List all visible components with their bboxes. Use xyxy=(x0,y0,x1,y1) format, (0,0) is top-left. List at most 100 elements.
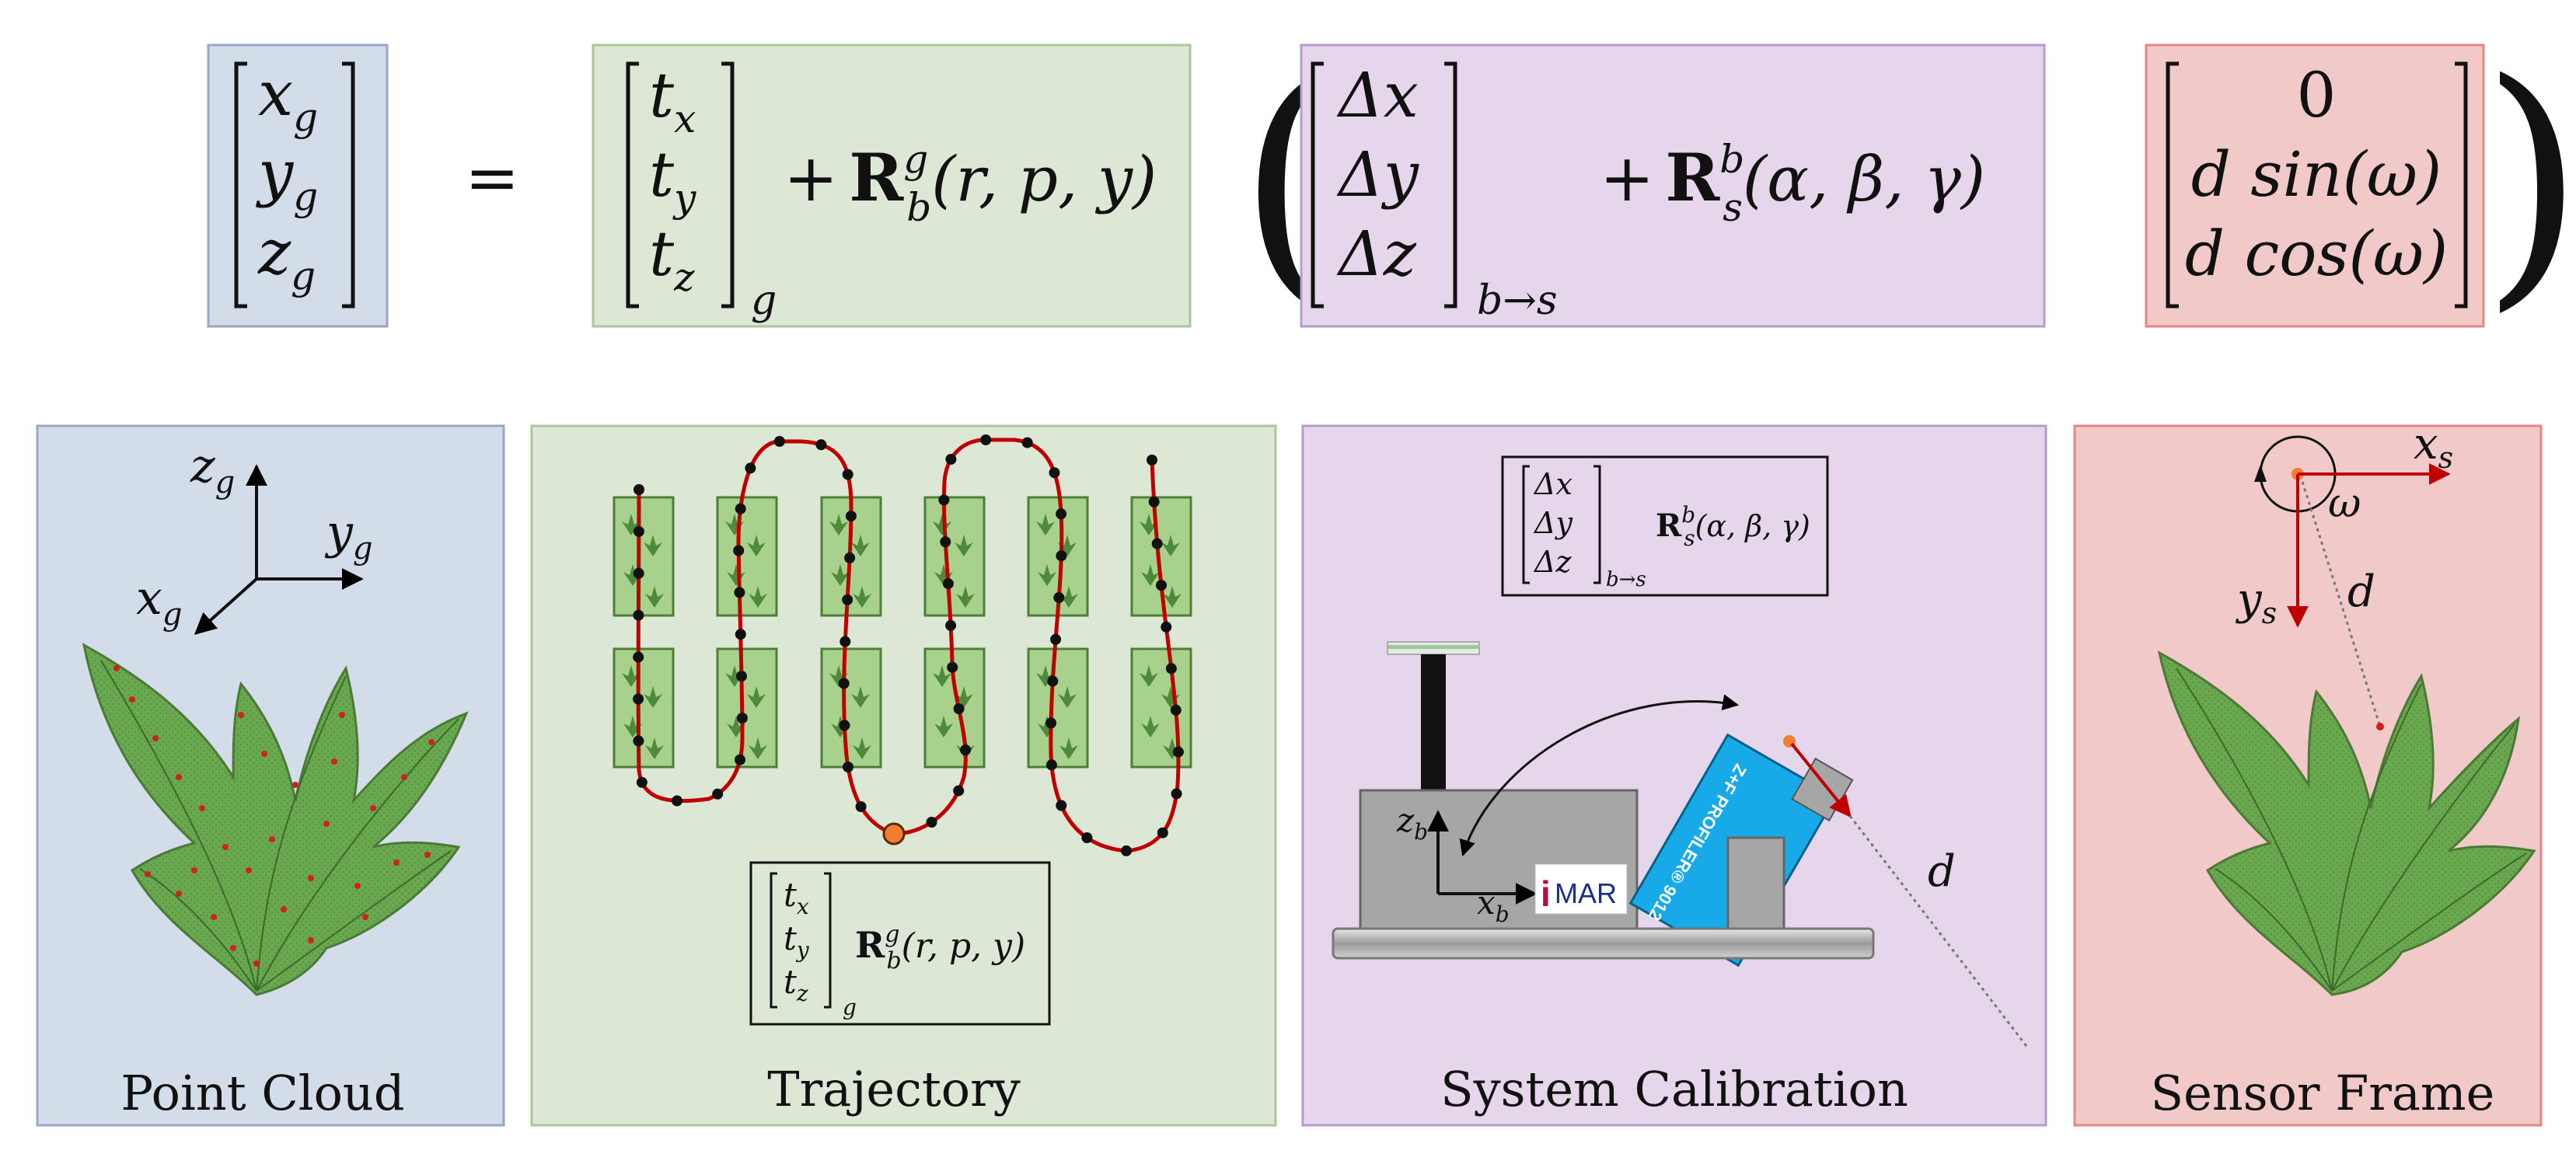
trajectory-epoch-dot xyxy=(633,693,644,705)
imar-logo-text: MAR xyxy=(1555,877,1617,909)
crop-plant xyxy=(933,514,951,535)
crop-plant xyxy=(934,716,953,737)
sensor-range-ray xyxy=(2301,481,2382,727)
trajectory-epoch-dot xyxy=(940,536,951,548)
crop-plant xyxy=(1163,737,1182,759)
mounting-rail xyxy=(1332,927,1875,960)
scanner-axis-arrow xyxy=(1790,742,1852,818)
calibration-formula-box xyxy=(1501,455,1829,597)
lever-arm-right-bracket xyxy=(1444,61,1457,309)
crop-plant xyxy=(727,564,745,586)
crop-plant xyxy=(1059,737,1078,759)
sensor-vector-box xyxy=(2145,44,2485,328)
trajectory-epoch-dot xyxy=(633,735,644,747)
calibration-box-frame: b→s xyxy=(1606,568,1646,591)
lhs-z-entry: zg xyxy=(257,216,316,298)
sensor-frame-plant xyxy=(2157,650,2536,996)
laser-beam xyxy=(1848,815,2030,1050)
trajectory-box-tx: tx xyxy=(784,876,809,919)
trajectory-epoch-dot xyxy=(945,619,957,631)
imar-logo-i: i xyxy=(1541,873,1551,914)
equals-sign: = xyxy=(465,140,519,216)
calibration-box-right-bracket xyxy=(1593,465,1601,584)
global-x-axis-label: xg xyxy=(136,571,182,633)
trajectory-epoch-dot xyxy=(843,762,853,772)
trajectory-epoch-dot xyxy=(1171,788,1182,800)
trajectory-epochs xyxy=(633,434,1184,856)
translation-ty-entry: ty xyxy=(649,138,696,221)
trajectory-epoch-dot xyxy=(736,713,748,723)
crop-plant xyxy=(829,665,848,687)
trajectory-epoch-dot xyxy=(672,795,682,807)
crop-plant xyxy=(955,686,973,708)
trajectory-epoch-dot xyxy=(633,525,644,537)
crop-plant xyxy=(851,686,870,708)
crop-plant xyxy=(853,737,871,759)
global-z-axis-label: zg xyxy=(190,439,235,500)
sensor-range-d-label: d xyxy=(2347,567,2375,617)
calibration-box-left-bracket xyxy=(1522,465,1530,584)
lever-arm-box xyxy=(1300,44,2046,328)
lhs-left-bracket xyxy=(234,61,247,309)
trajectory-epoch-dot xyxy=(633,651,644,663)
trajectory-epoch-dot xyxy=(735,503,746,514)
translation-frame-label: g xyxy=(751,277,777,324)
crop-plant xyxy=(623,564,642,586)
crop-plot-1 xyxy=(716,496,778,617)
crop-plant xyxy=(1161,686,1180,708)
trajectory-epoch-dot xyxy=(942,578,954,590)
body-z-axis-label: zb xyxy=(1396,801,1428,845)
translation-tz-entry: tz xyxy=(649,218,695,300)
trajectory-epoch-dot xyxy=(845,511,857,522)
crop-plant xyxy=(1141,716,1160,737)
sensor-plant-veins xyxy=(2176,668,2527,992)
gnss-antenna-band xyxy=(1387,645,1479,649)
trajectory-epoch-dot xyxy=(815,439,827,451)
crop-plant xyxy=(955,535,973,556)
sensor-y-axis-label: ys xyxy=(2235,574,2277,630)
crop-plant xyxy=(956,586,975,608)
trajectory-epoch-dot xyxy=(1045,759,1057,771)
trajectory-epoch-dot xyxy=(1147,455,1157,465)
calibration-box-dy: Δy xyxy=(1533,506,1572,540)
trajectory-epoch-dot xyxy=(953,703,965,714)
crop-plant xyxy=(1036,665,1055,687)
translation-tx-entry: tx xyxy=(649,59,696,141)
trajectory-epoch-dot xyxy=(838,678,850,689)
trajectory-epoch-dot xyxy=(1056,508,1067,520)
crop-plot-8 xyxy=(820,647,882,769)
crop-plant xyxy=(853,586,871,608)
point-cloud-plant xyxy=(82,643,469,996)
trajectory-epoch-dot xyxy=(1172,746,1184,758)
crop-plots xyxy=(613,496,1192,769)
crop-plot-0 xyxy=(613,496,675,617)
point-cloud-points xyxy=(113,665,435,967)
trajectory-epoch-dot xyxy=(960,744,972,756)
scanner-mount xyxy=(1726,836,1785,931)
crop-plant xyxy=(1141,564,1160,586)
trajectory-epoch-dot xyxy=(1047,675,1059,687)
lhs-y-entry: yg xyxy=(256,137,318,219)
scan-direction-arrowhead xyxy=(2254,465,2267,482)
global-axes xyxy=(194,464,364,635)
trajectory-epoch-dot xyxy=(633,567,644,579)
crop-plant xyxy=(645,586,664,608)
crop-plant xyxy=(1058,535,1077,556)
trajectory-box-ty: ty xyxy=(784,919,810,963)
lever-arm-left-bracket xyxy=(1311,61,1324,309)
trajectory-path xyxy=(636,438,1181,853)
trajectory-epoch-dot xyxy=(1050,633,1062,645)
trajectory-epoch-dot xyxy=(1148,496,1160,507)
crop-plant xyxy=(933,665,951,687)
scan-angle-omega-label: ω xyxy=(2328,480,2361,527)
trajectory-formula-box xyxy=(749,861,1051,1026)
crop-plant xyxy=(749,737,767,759)
trajectory-epoch-dot xyxy=(1056,800,1067,811)
point-cloud-title: Point Cloud xyxy=(120,1065,404,1121)
trajectory-epoch-dot xyxy=(773,436,785,447)
calibration-box-dx: Δx xyxy=(1533,467,1572,501)
crop-plot-10 xyxy=(1027,647,1089,769)
